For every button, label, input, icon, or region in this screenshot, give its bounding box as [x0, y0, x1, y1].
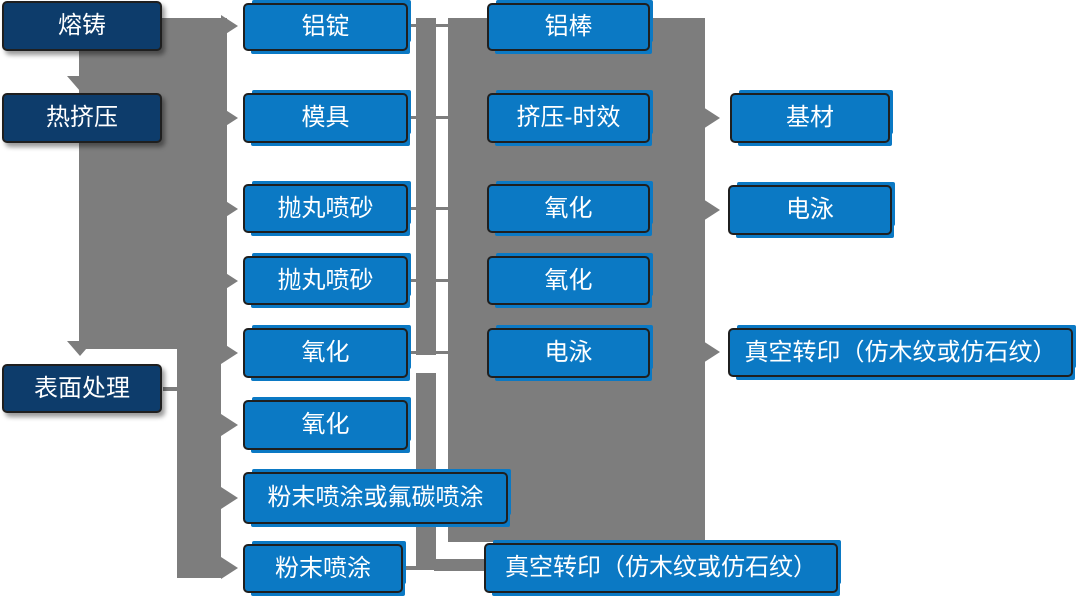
box-oxidation-3: 氧化	[487, 184, 650, 233]
box-extrusion-aging: 挤压-时效	[487, 93, 650, 143]
arrow-right-oxidation-1	[221, 342, 238, 364]
left-trunk-band	[79, 18, 227, 349]
mid-bus-upper	[416, 18, 436, 355]
connector-tick-row1	[408, 24, 450, 27]
connector-tick-bottom	[403, 566, 417, 570]
box-mold: 模具	[243, 93, 408, 143]
arrow-right-powder-fluorocarbon	[221, 487, 238, 509]
arrow-right-vacuum-transfer	[703, 341, 720, 363]
box-oxidation-1: 氧化	[243, 328, 408, 378]
box-aluminum-ingot: 铝锭	[243, 3, 408, 51]
box-powder-spray: 粉末喷涂	[243, 544, 403, 593]
box-shot-blast-sand-1: 抛丸喷砂	[243, 184, 408, 233]
arrow-right-shot-blast-2	[221, 270, 238, 292]
box-melting-casting: 熔铸	[2, 1, 162, 51]
box-vacuum-transfer-right: 真空转印（仿木纹或仿石纹）	[728, 328, 1073, 377]
connector-tick-row5	[408, 351, 450, 354]
left-lower-band	[177, 340, 221, 578]
box-substrate: 基材	[730, 93, 890, 143]
box-aluminum-rod: 铝棒	[487, 3, 650, 51]
connector-tick-row4	[408, 279, 450, 282]
box-vacuum-transfer-bottom: 真空转印（仿木纹或仿石纹）	[484, 543, 838, 593]
arrow-right-electrophoresis	[703, 199, 720, 221]
connector-tick-row3	[408, 207, 450, 210]
arrow-right-mold	[221, 107, 238, 129]
arrow-down-surface-treatment	[67, 341, 93, 356]
arrow-right-oxidation-2	[221, 414, 238, 436]
box-powder-or-fluorocarbon-spray: 粉末喷涂或氟碳喷涂	[243, 472, 508, 524]
arrow-right-substrate	[703, 107, 720, 129]
bottom-connector-bar	[434, 559, 486, 571]
arrow-right-shot-blast-1	[221, 198, 238, 220]
box-electrophoresis-1: 电泳	[487, 328, 650, 378]
box-oxidation-2: 氧化	[243, 400, 408, 450]
box-electrophoresis-2: 电泳	[728, 185, 892, 235]
box-surface-treatment: 表面处理	[2, 364, 162, 413]
box-shot-blast-sand-2: 抛丸喷砂	[243, 256, 408, 305]
arrow-down-hot-extrusion	[67, 76, 93, 91]
connector-tick-row2	[408, 116, 450, 119]
arrow-right-aluminum-ingot	[221, 15, 238, 37]
box-hot-extrusion: 热挤压	[2, 93, 162, 143]
arrow-right-powder-spray	[221, 557, 238, 579]
box-oxidation-4: 氧化	[487, 256, 650, 305]
surface-treatment-stub	[163, 387, 179, 391]
